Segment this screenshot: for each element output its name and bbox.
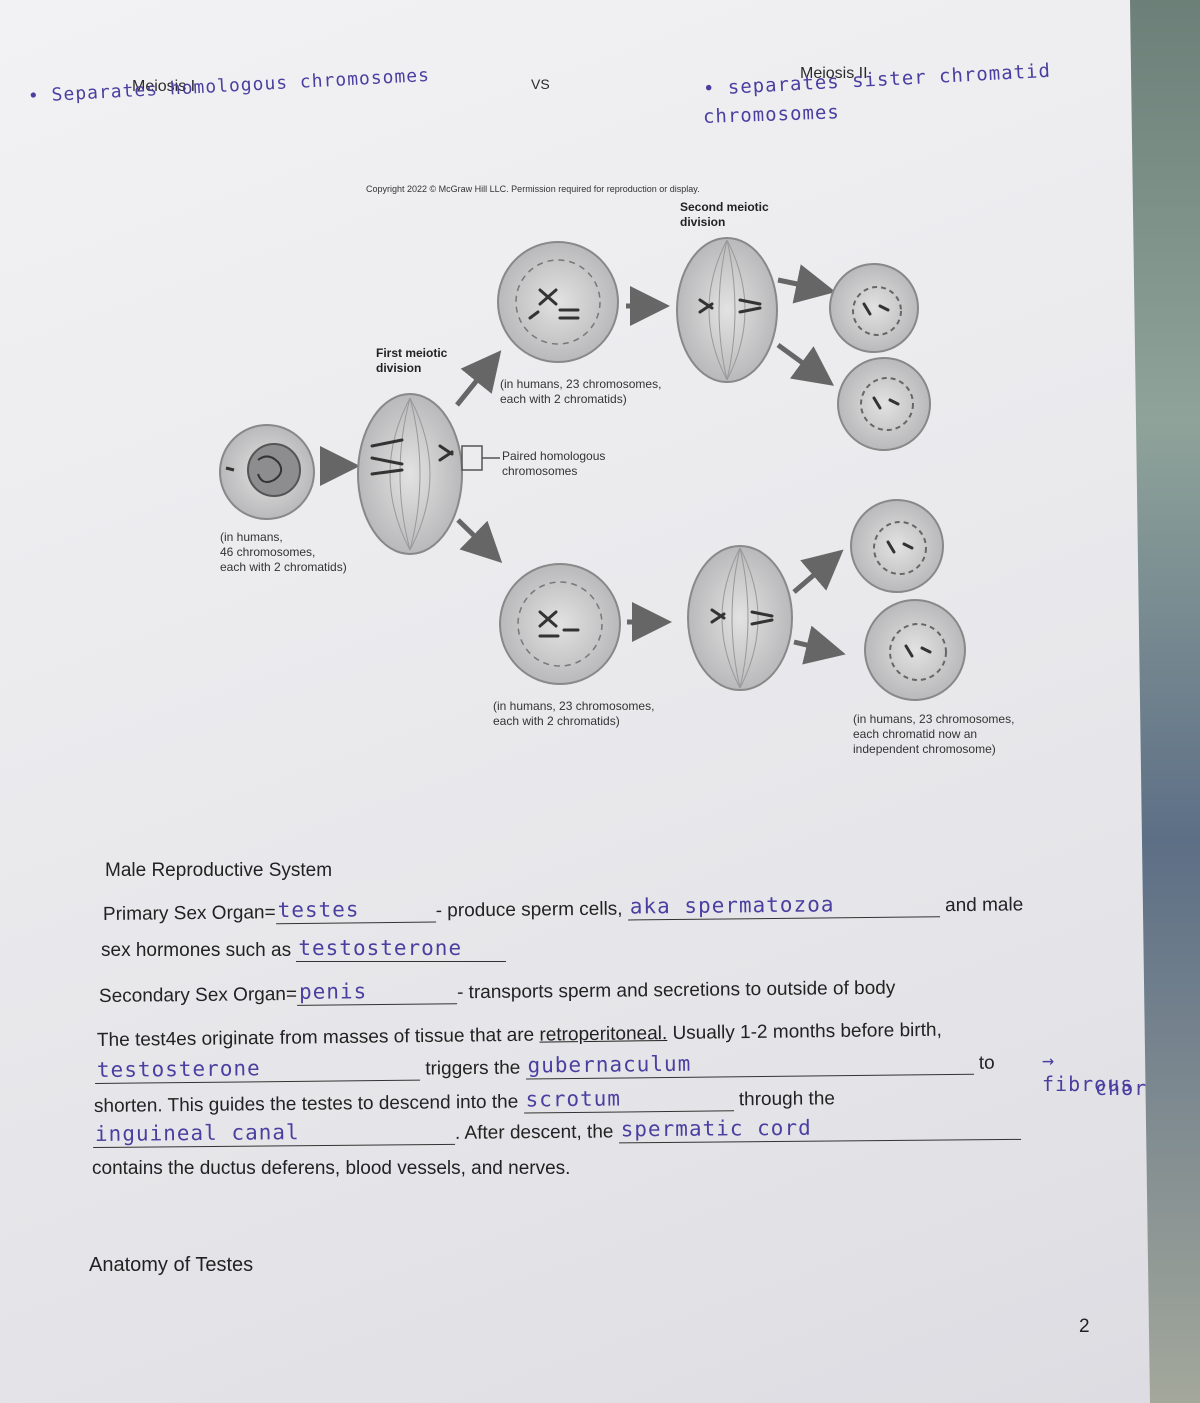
hormones-blank: testosterone <box>296 936 507 962</box>
top-daughter-cell <box>497 241 619 363</box>
secondary-organ-line: Secondary Sex Organ=penis- transports sp… <box>98 977 896 1007</box>
aka-answer: aka spermatozoa <box>629 892 835 919</box>
primary-organ-line: Primary Sex Organ=testes- produce sperm … <box>102 892 1024 925</box>
canal-answer: inguineal canal <box>94 1120 300 1146</box>
meiosis2-title: Meiosis II <box>800 65 868 82</box>
top-cell-label: (in humans, 23 chromosomes, each with 2 … <box>500 377 662 406</box>
worksheet-page: Meiosis I • Separates homologous chromos… <box>0 0 1150 1403</box>
canal-blank: inguineal canal <box>92 1120 456 1148</box>
arrow-top-to-final2 <box>776 342 835 386</box>
meiosis-diagram <box>219 237 966 701</box>
fibrous-note-line2: chord <box>1095 1076 1161 1100</box>
figure-copyright: Copyright 2022 © McGraw Hill LLC. Permis… <box>366 184 700 194</box>
shorten-line: shorten. This guides the testes to desce… <box>93 1086 836 1117</box>
final-cell-1 <box>829 263 919 353</box>
final-cells-label: (in humans, 23 chromosomes, each chromat… <box>853 712 1015 756</box>
scrotum-answer: scrotum <box>525 1086 622 1112</box>
arrow-bottom-to-final3 <box>792 549 844 594</box>
scrotum-blank: scrotum <box>523 1086 734 1114</box>
bottom-second-division-cell <box>687 545 793 691</box>
arrow-top-to-final1 <box>777 264 836 304</box>
meiosis1-title: Meiosis I <box>132 78 196 95</box>
arrow-bottom-to-final4 <box>793 625 846 665</box>
bottom-cell-label: (in humans, 23 chromosomes, each with 2 … <box>493 699 655 728</box>
cord-answer: spermatic cord <box>620 1115 812 1142</box>
section-title: Male Reproductive System <box>105 860 333 881</box>
contains-line: contains the ductus deferens, blood vess… <box>92 1158 571 1179</box>
arrow-down <box>456 518 503 563</box>
top-second-division-cell <box>676 237 778 383</box>
retroperitoneal-term: retroperitoneal. <box>539 1023 668 1046</box>
canal-line: inguineal canal. After descent, the sper… <box>92 1115 1021 1148</box>
first-division-cell <box>357 393 483 555</box>
fibrous-note-line1: → fibrous <box>1042 1048 1134 1096</box>
final-cell-4 <box>864 599 966 701</box>
primary-organ-blank: testes <box>275 897 436 925</box>
page-number: 2 <box>1079 1316 1090 1337</box>
aka-blank: aka spermatozoa <box>627 892 940 921</box>
anatomy-title: Anatomy of Testes <box>89 1254 254 1276</box>
trigger-blank: testosterone <box>94 1056 421 1084</box>
trigger-answer: testosterone <box>96 1056 261 1082</box>
start-cell-label: (in humans, 46 chromosomes, each with 2 … <box>220 530 347 574</box>
first-division-label: First meiotic division <box>376 346 448 375</box>
final-cell-3 <box>850 499 944 593</box>
bottom-daughter-cell <box>499 563 621 685</box>
gubernaculum-blank: gubernaculum <box>525 1051 974 1080</box>
start-cell <box>219 424 315 520</box>
primary-organ-answer: testes <box>277 897 360 923</box>
cord-blank: spermatic cord <box>618 1115 1021 1144</box>
vs-label: VS <box>531 76 550 92</box>
second-division-label: Second meiotic division <box>680 200 769 229</box>
secondary-organ-blank: penis <box>296 979 458 1006</box>
trigger-line: testosterone triggers the gubernaculum t… <box>94 1051 995 1084</box>
final-cell-2 <box>837 357 931 451</box>
hormones-answer: testosterone <box>298 936 463 960</box>
secondary-organ-answer: penis <box>298 979 368 1004</box>
hormones-line: sex hormones such as testosterone <box>101 936 507 962</box>
arrow-up <box>455 350 502 407</box>
paired-homologous-label: Paired homologous chromosomes <box>502 449 606 478</box>
gubernaculum-answer: gubernaculum <box>527 1051 692 1078</box>
origin-line: The test4es originate from masses of tis… <box>96 1019 942 1051</box>
